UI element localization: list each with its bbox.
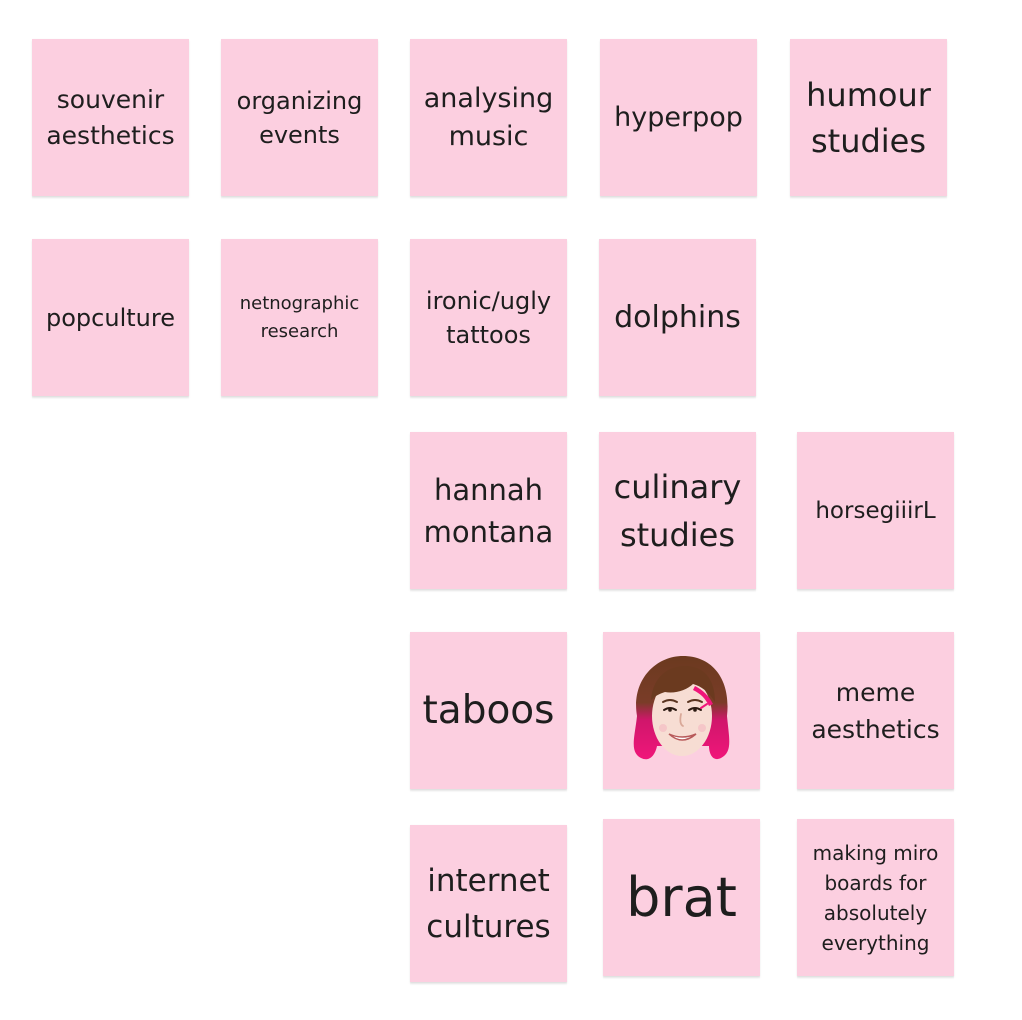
sticky-note-dolphins[interactable]: dolphins — [599, 239, 756, 399]
sticky-note-text: meme aesthetics — [811, 677, 940, 744]
sticky-note-humour-studies[interactable]: humour studies — [790, 39, 947, 199]
sticky-note-text: hyperpop — [614, 101, 743, 133]
sticky-note-culinary-studies[interactable]: culinary studies — [599, 432, 756, 592]
sticky-note-internet-cultures[interactable]: internet cultures — [410, 825, 567, 985]
sticky-note-taboos[interactable]: taboos — [410, 632, 567, 792]
sticky-note-text: organizing events — [236, 86, 363, 149]
sticky-note-text: taboos — [422, 687, 555, 733]
sticky-note-making-miro-boards[interactable]: making miro boards for absolutely everyt… — [797, 819, 954, 979]
sticky-note-organizing-events[interactable]: organizing events — [221, 39, 378, 199]
sticky-note-text: culinary studies — [613, 467, 742, 554]
cartoon-face-avatar-icon — [633, 655, 729, 759]
sticky-note-brat[interactable]: brat — [603, 819, 760, 979]
sticky-note-text: humour studies — [806, 75, 931, 160]
sticky-note-text: souvenir aesthetics — [46, 84, 175, 150]
sticky-note-text: analysing music — [423, 82, 554, 152]
sticky-note-hannah-montana[interactable]: hannah montana — [410, 432, 567, 592]
sticky-note-hyperpop[interactable]: hyperpop — [600, 39, 757, 199]
sticky-note-netnographic-research[interactable]: netnographic research — [221, 239, 378, 399]
sticky-note-text: hannah montana — [423, 472, 554, 549]
sticky-note-horsegiiirl[interactable]: horsegiiirL — [797, 432, 954, 592]
sticky-note-text: internet cultures — [426, 862, 551, 945]
sticky-note-avatar[interactable] — [603, 632, 760, 792]
sticky-note-text: horsegiiirL — [815, 497, 936, 524]
sticky-note-analysing-music[interactable]: analysing music — [410, 39, 567, 199]
sticky-note-text: making miro boards for absolutely everyt… — [812, 840, 939, 955]
sticky-note-text: netnographic research — [239, 292, 360, 342]
sticky-note-popculture[interactable]: popculture — [32, 239, 189, 399]
sticky-note-souvenir-aesthetics[interactable]: souvenir aesthetics — [32, 39, 189, 199]
sticky-note-text: ironic/ugly tattoos — [425, 286, 552, 349]
sticky-note-text: popculture — [46, 303, 175, 332]
sticky-note-text: dolphins — [614, 299, 741, 335]
sticky-note-meme-aesthetics[interactable]: meme aesthetics — [797, 632, 954, 792]
sticky-note-ironic-ugly-tattoos[interactable]: ironic/ugly tattoos — [410, 239, 567, 399]
sticky-note-text: brat — [626, 865, 737, 929]
